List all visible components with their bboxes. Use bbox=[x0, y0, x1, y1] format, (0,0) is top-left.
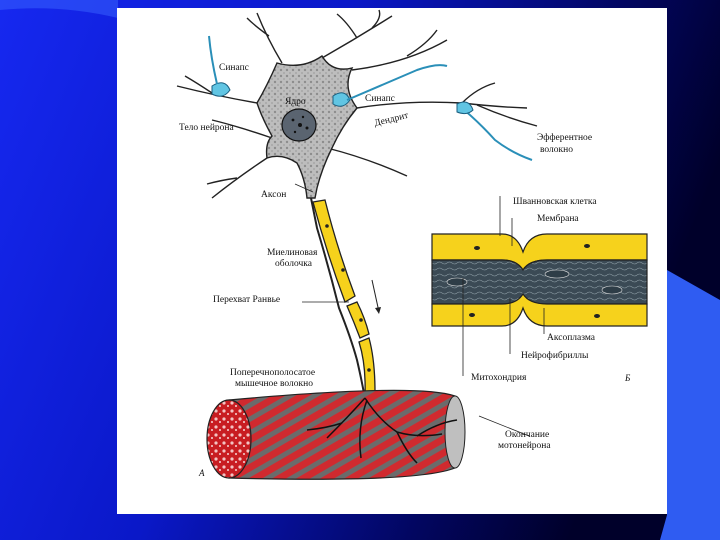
signal-arrow bbox=[371, 279, 380, 313]
nucleus-chromatin bbox=[291, 115, 309, 134]
corner-accent-shape bbox=[0, 0, 118, 18]
myelin-segment bbox=[358, 337, 376, 395]
inset-myelinated-fiber bbox=[431, 233, 648, 327]
neuron-diagram: Синапс Тело нейрона Ядро Синапс Дендрит … bbox=[176, 9, 648, 480]
label-dendrite: Дендрит bbox=[373, 111, 410, 129]
label-efferent-line1: Эфферентное bbox=[537, 132, 592, 143]
muscle-fiber-cap bbox=[444, 395, 466, 469]
label-efferent-line2: волокно bbox=[540, 145, 573, 155]
label-membrane: Мембрана bbox=[537, 213, 579, 224]
inset-mitochondria bbox=[446, 269, 623, 295]
label-mitochondria: Митохондрия bbox=[471, 373, 527, 383]
label-neurofibrils: Нейрофибриллы bbox=[521, 350, 589, 361]
muscle-fiber-end bbox=[206, 399, 252, 479]
myelin-segment bbox=[346, 301, 370, 339]
synapse-right-fiber bbox=[346, 64, 448, 101]
dendrite-branches bbox=[176, 9, 538, 199]
label-nucleus: Ядро bbox=[285, 97, 306, 107]
inset-myelin-bottom bbox=[431, 292, 648, 327]
myelin-nuclei bbox=[325, 224, 371, 372]
signal-arrow-head bbox=[375, 307, 381, 314]
myelin-segments bbox=[312, 199, 376, 395]
label-node-ranvier: Перехват Ранвье bbox=[213, 295, 280, 305]
leader-lines bbox=[294, 183, 545, 437]
inset-schwann-nuclei bbox=[469, 244, 600, 318]
synapse-left bbox=[211, 82, 231, 97]
axon bbox=[310, 197, 366, 401]
label-ending-line1: Окончание bbox=[505, 430, 549, 440]
label-muscle-line2: мышечное волокно bbox=[235, 379, 313, 389]
label-myelin-line1: Миелиновая bbox=[267, 248, 318, 258]
label-ending-line2: мотонейрона bbox=[498, 440, 551, 451]
label-schwann-cell: Шванновская клетка bbox=[513, 197, 597, 207]
label-axon: Аксон bbox=[261, 190, 286, 200]
synapse-left-fiber bbox=[208, 35, 218, 85]
synapse-right bbox=[332, 92, 351, 107]
efferent-synapse bbox=[456, 101, 474, 115]
right-accent-shape bbox=[660, 270, 720, 540]
label-synapse-right: Синапс bbox=[365, 94, 395, 104]
label-muscle-line1: Поперечнополосатое bbox=[230, 368, 315, 378]
label-myelin-line2: оболочка bbox=[275, 258, 313, 269]
motor-neuron-endings bbox=[306, 397, 458, 464]
label-axoplasm: Аксоплазма bbox=[547, 333, 596, 343]
label-cell-body: Тело нейрона bbox=[179, 122, 234, 133]
label-synapse-left: Синапс bbox=[219, 63, 249, 73]
efferent-fiber bbox=[456, 103, 533, 161]
myelin-segment bbox=[312, 199, 356, 303]
label-letter-b: Б bbox=[624, 373, 631, 383]
label-letter-a: А bbox=[198, 468, 205, 478]
